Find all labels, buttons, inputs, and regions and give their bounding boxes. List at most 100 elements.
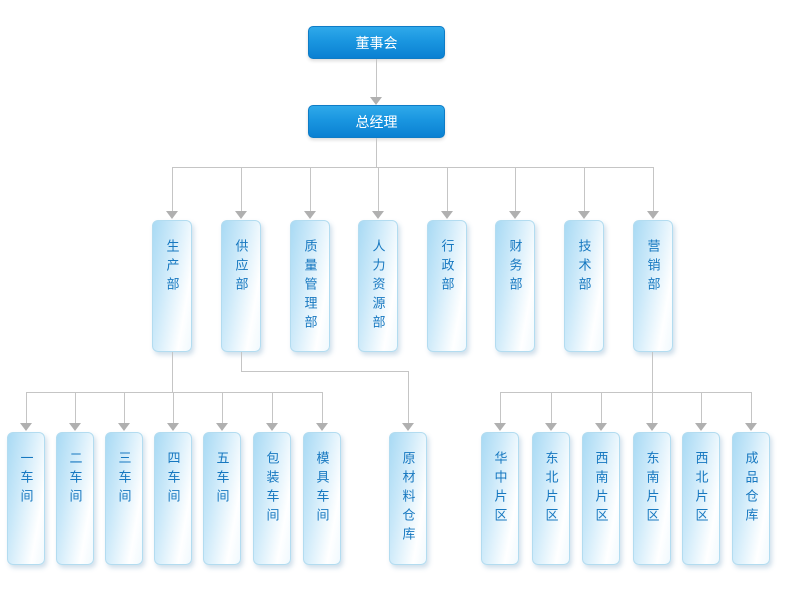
- node-region-northwest[interactable]: 西北片区: [682, 432, 720, 565]
- node-label: 人力资源部: [370, 239, 386, 334]
- node-region-southeast[interactable]: 东南片区: [633, 432, 671, 565]
- arrow-down-icon: [20, 423, 32, 431]
- node-label: 五车间: [214, 451, 230, 508]
- node-dept-quality[interactable]: 质量管理部: [290, 220, 330, 352]
- arrow-down-icon: [646, 423, 658, 431]
- connector-line: [124, 392, 125, 423]
- node-label: 华中片区: [492, 451, 508, 527]
- node-region-northeast[interactable]: 东北片区: [532, 432, 570, 565]
- node-label: 原材料仓库: [400, 451, 416, 546]
- arrow-down-icon: [216, 423, 228, 431]
- node-workshop-packaging[interactable]: 包装车间: [253, 432, 291, 565]
- connector-line: [515, 167, 516, 211]
- node-dept-finance[interactable]: 财务部: [495, 220, 535, 352]
- connector-line: [241, 352, 242, 371]
- node-label: 四车间: [165, 451, 181, 508]
- arrow-down-icon: [441, 211, 453, 219]
- connector-line: [652, 392, 653, 423]
- connector-line: [173, 392, 174, 423]
- connector-line: [172, 352, 173, 392]
- node-board-label: 董事会: [355, 34, 398, 51]
- arrow-down-icon: [167, 423, 179, 431]
- connector-line: [447, 167, 448, 211]
- arrow-down-icon: [370, 97, 382, 105]
- connector-line: [584, 167, 585, 211]
- connector-line: [222, 392, 223, 423]
- connector-line: [500, 392, 751, 393]
- connector-line: [26, 392, 27, 423]
- node-region-southwest[interactable]: 西南片区: [582, 432, 620, 565]
- arrow-down-icon: [578, 211, 590, 219]
- node-dept-admin[interactable]: 行政部: [427, 220, 467, 352]
- node-label: 技术部: [576, 239, 592, 296]
- node-label: 三车间: [116, 451, 132, 508]
- connector-line: [500, 392, 501, 423]
- node-raw-material-warehouse[interactable]: 原材料仓库: [389, 432, 427, 565]
- connector-line: [322, 392, 323, 423]
- node-label: 东南片区: [644, 451, 660, 527]
- connector-line: [408, 371, 409, 423]
- node-workshop-2[interactable]: 二车间: [56, 432, 94, 565]
- node-label: 一车间: [18, 451, 34, 508]
- connector-line: [378, 167, 379, 211]
- node-label: 质量管理部: [302, 239, 318, 334]
- connector-line: [751, 392, 752, 423]
- node-board[interactable]: 董事会: [308, 26, 445, 59]
- arrow-down-icon: [595, 423, 607, 431]
- node-dept-marketing[interactable]: 营销部: [633, 220, 673, 352]
- node-label: 东北片区: [543, 451, 559, 527]
- connector-line: [172, 167, 173, 211]
- arrow-down-icon: [745, 423, 757, 431]
- arrow-down-icon: [304, 211, 316, 219]
- connector-line: [652, 352, 653, 392]
- node-workshop-1[interactable]: 一车间: [7, 432, 45, 565]
- arrow-down-icon: [509, 211, 521, 219]
- node-dept-technology[interactable]: 技术部: [564, 220, 604, 352]
- node-label: 包装车间: [264, 451, 280, 527]
- arrow-down-icon: [402, 423, 414, 431]
- arrow-down-icon: [118, 423, 130, 431]
- connector-line: [241, 167, 242, 211]
- node-label: 二车间: [67, 451, 83, 508]
- connector-line: [551, 392, 552, 423]
- arrow-down-icon: [647, 211, 659, 219]
- connector-line: [601, 392, 602, 423]
- node-label: 西北片区: [693, 451, 709, 527]
- node-workshop-4[interactable]: 四车间: [154, 432, 192, 565]
- node-region-central-china[interactable]: 华中片区: [481, 432, 519, 565]
- arrow-down-icon: [266, 423, 278, 431]
- node-label: 供应部: [233, 239, 249, 296]
- node-general-manager-label: 总经理: [355, 113, 398, 130]
- node-workshop-3[interactable]: 三车间: [105, 432, 143, 565]
- node-dept-production[interactable]: 生产部: [152, 220, 192, 352]
- arrow-down-icon: [316, 423, 328, 431]
- node-dept-supply[interactable]: 供应部: [221, 220, 261, 352]
- connector-line: [701, 392, 702, 423]
- node-dept-hr[interactable]: 人力资源部: [358, 220, 398, 352]
- node-general-manager[interactable]: 总经理: [308, 105, 445, 138]
- connector-line: [376, 59, 377, 97]
- connector-line: [310, 167, 311, 211]
- connector-line: [653, 167, 654, 211]
- node-workshop-mold[interactable]: 模具车间: [303, 432, 341, 565]
- arrow-down-icon: [166, 211, 178, 219]
- connector-line: [75, 392, 76, 423]
- node-finished-goods-warehouse[interactable]: 成品仓库: [732, 432, 770, 565]
- arrow-down-icon: [235, 211, 247, 219]
- connector-line: [272, 392, 273, 423]
- arrow-down-icon: [695, 423, 707, 431]
- arrow-down-icon: [372, 211, 384, 219]
- arrow-down-icon: [494, 423, 506, 431]
- node-label: 模具车间: [314, 451, 330, 527]
- node-label: 财务部: [507, 239, 523, 296]
- node-label: 成品仓库: [743, 451, 759, 527]
- connector-line: [241, 371, 408, 372]
- node-label: 行政部: [439, 239, 455, 296]
- node-label: 西南片区: [593, 451, 609, 527]
- node-workshop-5[interactable]: 五车间: [203, 432, 241, 565]
- connector-line: [376, 138, 377, 167]
- connector-line: [172, 167, 653, 168]
- node-label: 营销部: [645, 239, 661, 296]
- connector-line: [26, 392, 322, 393]
